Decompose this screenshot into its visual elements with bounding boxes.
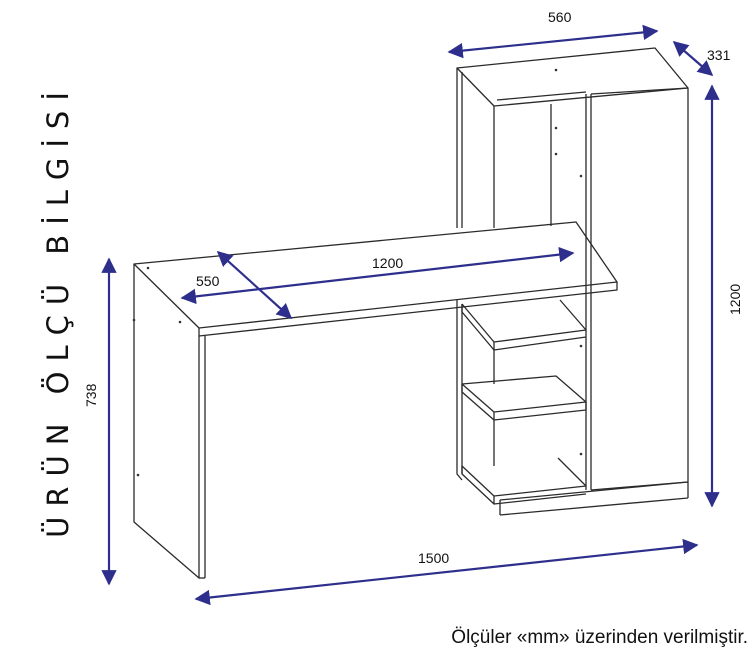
dim-arrow-cabinet-depth <box>672 40 714 77</box>
dim-arrow-desk-width <box>180 246 575 305</box>
dim-label-total-width: 1500 <box>418 550 449 566</box>
desk-top <box>133 221 618 337</box>
dim-label-cabinet-width: 560 <box>548 9 572 25</box>
tall-cabinet <box>456 47 689 516</box>
desk-side-panel <box>132 272 206 579</box>
dim-arrow-desk-depth <box>216 250 293 320</box>
dim-arrow-cabinet-width <box>447 24 659 59</box>
open-shelves <box>456 299 587 505</box>
dim-label-cabinet-depth: 331 <box>707 47 731 63</box>
dimension-lines <box>101 24 720 606</box>
dim-label-desk-depth: 550 <box>196 273 220 289</box>
dimension-labels: 560 331 1200 550 1200 738 1500 <box>83 9 743 566</box>
dim-label-cabinet-height: 1200 <box>727 284 743 315</box>
units-footnote: Ölçüler «mm» üzerinden verilmiştir. <box>451 627 748 648</box>
dim-label-desk-width: 1200 <box>372 255 403 271</box>
dim-arrow-total-width <box>194 538 699 606</box>
dim-label-desk-height: 738 <box>83 383 99 407</box>
